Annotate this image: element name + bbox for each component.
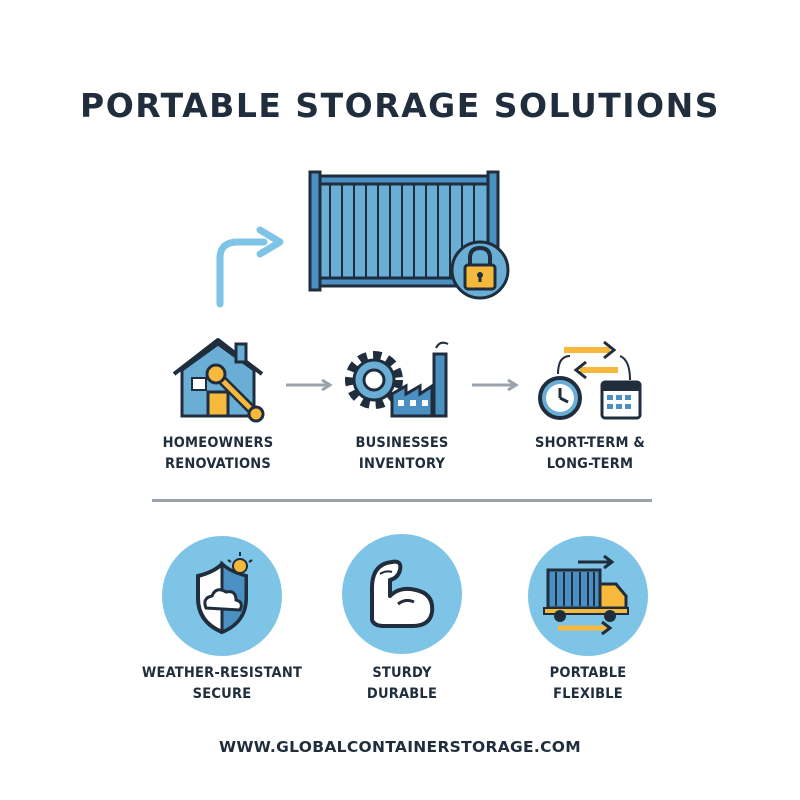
gear-factory-icon — [345, 341, 449, 418]
lock-icon — [450, 240, 510, 300]
shield-weather-icon — [196, 552, 253, 635]
use-label-short-long-term: SHORT-TERM & LONG-TERM — [510, 433, 670, 475]
label-line: LONG-TERM — [546, 456, 634, 472]
use-label-businesses: BUSINESSES INVENTORY — [322, 433, 482, 475]
wrench-icon — [205, 363, 265, 423]
feature-circle-weather — [162, 536, 282, 656]
label-line: HOMEOWNERS — [162, 435, 274, 451]
label-line: SECURE — [192, 686, 252, 702]
flexed-arm-icon — [370, 559, 435, 628]
label-line: RENOVATIONS — [164, 456, 271, 472]
label-line: DURABLE — [366, 686, 438, 702]
arrow-right-icon — [578, 554, 615, 570]
feature-circle-portable — [528, 536, 648, 656]
page-title: PORTABLE STORAGE SOLUTIONS — [80, 86, 720, 125]
arrow-right-icon — [558, 620, 613, 636]
arrow-right-icon — [286, 378, 333, 392]
feature-label-weather: WEATHER-RESISTANT SECURE — [122, 663, 322, 705]
label-line: PORTABLE — [549, 665, 627, 681]
cloud-icon — [203, 588, 243, 612]
factory-icon — [390, 341, 449, 418]
label-line: STURDY — [372, 665, 432, 681]
label-line: WEATHER-RESISTANT — [141, 665, 303, 681]
sun-icon — [227, 552, 253, 574]
gear-icon — [345, 351, 403, 409]
feature-label-sturdy: STURDY DURABLE — [322, 663, 482, 705]
website-url: WWW.GLOBALCONTAINERSTORAGE.COM — [219, 738, 581, 756]
clock-icon — [538, 376, 582, 420]
shipping-container-icon — [216, 170, 510, 308]
house-wrench-icon — [172, 338, 265, 423]
arrow-right-icon — [472, 378, 519, 392]
use-label-homeowners: HOMEOWNERS RENOVATIONS — [138, 433, 298, 475]
clock-calendar-icon — [538, 340, 642, 420]
curved-arrow-icon — [216, 226, 284, 308]
label-line: SHORT-TERM & — [534, 435, 645, 451]
truck-container-icon — [543, 554, 629, 636]
exchange-arrows-icon — [557, 340, 631, 381]
section-divider — [152, 499, 652, 502]
label-line: INVENTORY — [358, 456, 446, 472]
calendar-icon — [600, 380, 642, 420]
feature-circle-sturdy — [342, 534, 462, 654]
feature-label-portable: PORTABLE FLEXIBLE — [508, 663, 668, 705]
label-line: BUSINESSES — [355, 435, 449, 451]
label-line: FLEXIBLE — [553, 686, 623, 702]
